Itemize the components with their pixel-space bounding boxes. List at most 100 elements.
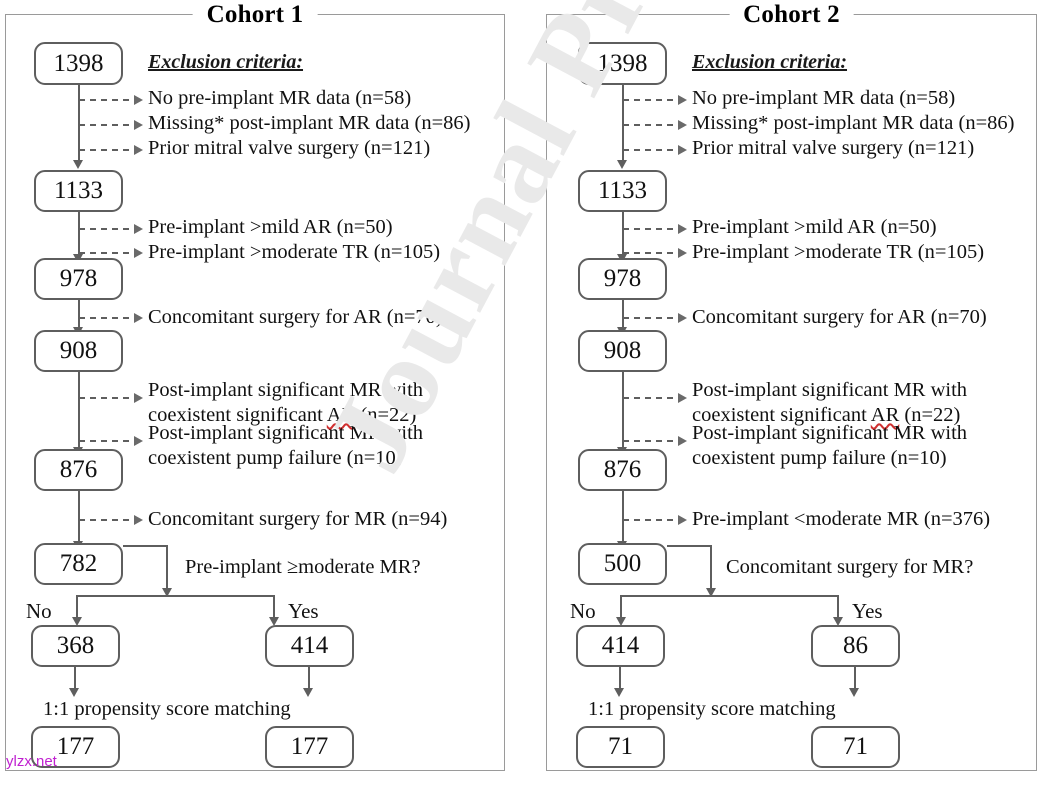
c2-node-matched-yes: 71: [811, 726, 900, 768]
c2-dashed-exclusion-3: [623, 149, 680, 151]
c2-dashed-exclusion-6: [623, 317, 680, 319]
exclusion-item-1: No pre-implant MR data (n=58): [148, 87, 412, 109]
c2-arrowhead-step1: [617, 160, 627, 169]
c2-branch-splitter: [620, 595, 839, 598]
branch-question: Pre-implant ≥moderate MR?: [185, 556, 421, 578]
arrowhead-step1: [73, 160, 83, 169]
c2-branch-yes-arrowhead: [832, 617, 843, 626]
c2-dashed-exclusion-9: [623, 519, 680, 521]
branch-label-yes: Yes: [288, 599, 319, 623]
node-branch-yes: 414: [265, 625, 354, 667]
exclusion-item-2: Missing* post-implant MR data (n=86): [148, 112, 471, 134]
c2-dashed-exclusion-2: [623, 124, 680, 126]
node-branch-no: 368: [31, 625, 120, 667]
c2-dasharrow-8: [678, 436, 687, 446]
branch-yes-arrowhead: [268, 617, 279, 626]
dasharrow-6: [134, 313, 143, 323]
dasharrow-1: [134, 95, 143, 105]
branch-stem-horizontal: [123, 545, 168, 548]
c2-dasharrow-9: [678, 515, 687, 525]
c2-branch-yes-line: [837, 595, 840, 623]
exclusion-wrapped-2-line1: Post-implant significant MR with: [148, 422, 424, 444]
c2-dasharrow-7: [678, 393, 687, 403]
dashed-exclusion-6: [79, 317, 136, 319]
c2-dashed-exclusion-7: [623, 397, 680, 399]
c2-exclusion-wrapped-1-line2-pre: coexistent significant: [692, 404, 871, 426]
exclusion-criteria-heading: Exclusion criteria:: [148, 51, 304, 73]
c2-dasharrow-5: [678, 248, 687, 258]
connector-start-to-step1: [77, 85, 80, 162]
c2-branch-question: Concomitant surgery for MR?: [726, 556, 974, 578]
c2-exclusion-wrapped-1-line1: Post-implant significant MR with: [692, 379, 968, 401]
branch-stem-arrowhead: [161, 588, 172, 597]
connector-no-to-matched: [73, 667, 76, 693]
c2-branch-label-no: No: [570, 599, 596, 623]
c2-connector-no-to-matched: [618, 667, 621, 693]
c2-exclusion-item-7: Pre-implant <moderate MR (n=376): [692, 508, 991, 530]
c2-dashed-exclusion-4: [623, 228, 680, 230]
exclusion-item-6: Concomitant surgery for AR (n=70): [148, 306, 443, 328]
c2-node-step3: 908: [578, 330, 667, 372]
exclusion-item-7: Concomitant surgery for MR (n=94): [148, 508, 448, 530]
node-step4: 876: [34, 449, 123, 491]
c2-connector-step3-to-step4: [621, 372, 624, 449]
c2-dashed-exclusion-5: [623, 252, 680, 254]
dashed-exclusion-9: [79, 519, 136, 521]
c2-branch-stem-horizontal: [667, 545, 712, 548]
node-step5: 782: [34, 543, 123, 585]
c2-connector-step1-to-step2: [621, 212, 624, 256]
c2-branch-stem-vertical: [710, 545, 713, 595]
exclusion-item-5: Pre-implant >moderate TR (n=105): [148, 241, 441, 263]
c2-matching-label: 1:1 propensity score matching: [588, 698, 836, 720]
c2-node-matched-no: 71: [576, 726, 665, 768]
cohort-1-title: Cohort 1: [192, 1, 318, 29]
c2-node-step1: 1133: [578, 170, 667, 212]
c2-node-step5: 500: [578, 543, 667, 585]
dasharrow-9: [134, 515, 143, 525]
cohort-2-title: Cohort 2: [729, 1, 854, 29]
dasharrow-5: [134, 248, 143, 258]
c2-node-start: 1398: [578, 42, 667, 85]
dasharrow-3: [134, 145, 143, 155]
exclusion-item-wrapped-2: Post-implant significant MR with coexist…: [148, 421, 423, 471]
c2-node-step2: 978: [578, 258, 667, 300]
c2-branch-stem-arrowhead: [705, 588, 716, 597]
cohort-1-panel: Cohort 1: [5, 1, 505, 771]
exclusion-wrapped-1-line1: Post-implant significant MR with: [148, 379, 424, 401]
c2-exclusion-criteria-heading: Exclusion criteria:: [692, 51, 848, 73]
c2-connector-step4-to-step5: [621, 491, 624, 543]
exclusion-wrapped-1-line2-pre: coexistent significant: [148, 404, 327, 426]
connector-yes-to-matched: [307, 667, 310, 693]
node-step1: 1133: [34, 170, 123, 212]
c2-exclusion-item-4: Pre-implant >mild AR (n=50): [692, 216, 937, 238]
node-start: 1398: [34, 42, 123, 85]
dasharrow-7: [134, 393, 143, 403]
connector-step3-to-step4: [77, 372, 80, 449]
connector-step4-to-step5: [77, 491, 80, 543]
c2-exclusion-item-wrapped-1: Post-implant significant MR with coexist…: [692, 378, 967, 428]
node-step3: 908: [34, 330, 123, 372]
c2-branch-label-yes: Yes: [852, 599, 883, 623]
c2-exclusion-wrapped-1-line2-post: (n=22): [899, 404, 961, 426]
c2-dasharrow-6: [678, 313, 687, 323]
c2-node-step4: 876: [578, 449, 667, 491]
c2-arrowhead-matched-no: [614, 688, 624, 697]
node-matched-yes: 177: [265, 726, 354, 768]
exclusion-wrapped-2-line2-pre: coexistent pump failure (n=10): [148, 447, 403, 469]
c2-connector-step2-to-step3: [621, 300, 624, 330]
node-matched-no: 177: [31, 726, 120, 768]
exclusion-wrapped-1-line2-post: (n=22): [355, 404, 417, 426]
c2-branch-no-line: [620, 595, 623, 623]
c2-dasharrow-3: [678, 145, 687, 155]
dashed-exclusion-5: [79, 252, 136, 254]
branch-no-arrowhead: [71, 617, 82, 626]
exclusion-item-4: Pre-implant >mild AR (n=50): [148, 216, 393, 238]
c2-exclusion-wrapped-2-line1: Post-implant significant MR with: [692, 422, 968, 444]
c2-connector-start-to-step1: [621, 85, 624, 162]
c2-exclusion-wrapped-2-line2-pre: coexistent pump failure (n=10): [692, 447, 947, 469]
site-watermark: ylzx.net: [6, 753, 57, 770]
dashed-exclusion-2: [79, 124, 136, 126]
dashed-exclusion-8: [79, 440, 136, 442]
c2-branch-no-arrowhead: [615, 617, 626, 626]
